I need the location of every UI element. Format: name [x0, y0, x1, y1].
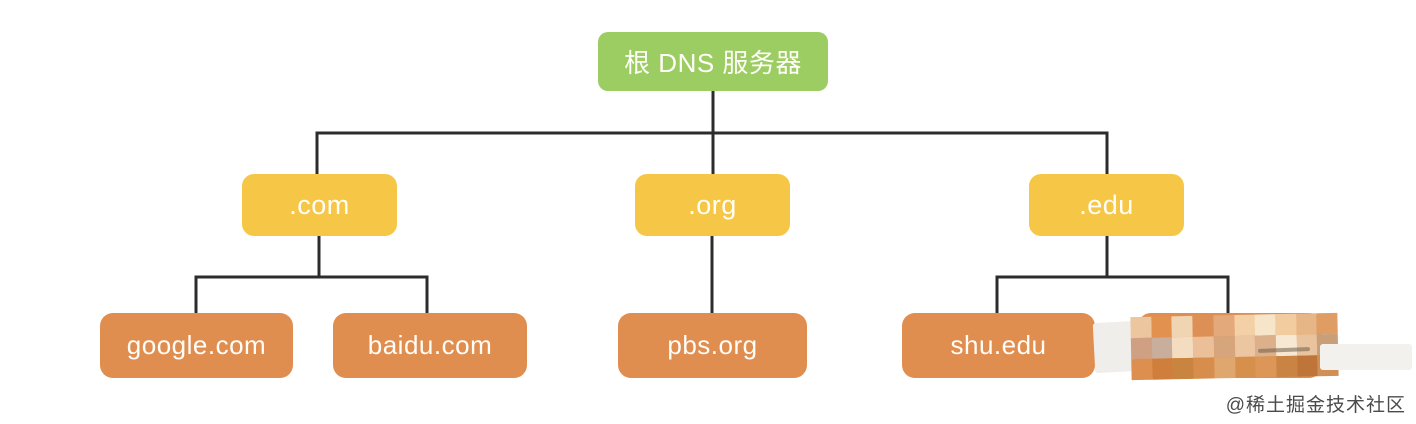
connector-com-children — [194, 275, 429, 313]
mosaic-cell — [1151, 358, 1174, 380]
mosaic-cell — [1296, 334, 1318, 356]
mosaic-cell — [1254, 314, 1276, 336]
mosaic-cell — [1171, 315, 1193, 338]
connector-edu-children — [995, 275, 1230, 313]
mosaic-cell — [1275, 334, 1297, 357]
mosaic-cell — [1213, 336, 1235, 358]
node-domain-baidu-com: baidu.com — [333, 313, 527, 378]
mosaic-cell — [1130, 316, 1152, 339]
mosaic-cell — [1131, 358, 1153, 381]
censor-blur-streak — [1320, 344, 1412, 370]
mosaic-cell — [1234, 335, 1256, 357]
mosaic-cell — [1233, 314, 1255, 337]
watermark-text: @稀土掘金技术社区 — [1225, 395, 1406, 416]
mosaic-cell — [1130, 337, 1152, 360]
node-domain-shu-edu: shu.edu — [902, 313, 1095, 378]
node-tld-org: .org — [635, 174, 790, 236]
mosaic-cell — [1296, 355, 1318, 377]
mosaic-cell — [1214, 356, 1236, 379]
mosaic-cell — [1255, 356, 1277, 378]
node-root-dns-server: 根 DNS 服务器 — [598, 32, 828, 91]
mosaic-cell — [1254, 335, 1277, 357]
node-domain-google-com: google.com — [100, 313, 293, 378]
node-tld-edu: .edu — [1029, 174, 1184, 236]
connector-level2-bus — [315, 131, 1109, 174]
mosaic-cell — [1213, 315, 1235, 337]
mosaic-cell — [1172, 357, 1194, 380]
mosaic-cell — [1276, 355, 1298, 378]
mosaic-cell — [1192, 336, 1215, 358]
mosaic-cell — [1295, 313, 1318, 335]
mosaic-cell — [1192, 315, 1214, 337]
mosaic-cell — [1172, 336, 1194, 359]
mosaic-cell — [1234, 356, 1256, 378]
node-tld-com: .com — [242, 174, 397, 236]
node-domain-pbs-org: pbs.org — [618, 313, 807, 378]
mosaic-cell — [1151, 316, 1173, 338]
mosaic-cell — [1316, 312, 1338, 335]
mosaic-cell — [1193, 357, 1215, 379]
mosaic-cell — [1275, 313, 1297, 336]
mosaic-cell — [1151, 337, 1173, 359]
